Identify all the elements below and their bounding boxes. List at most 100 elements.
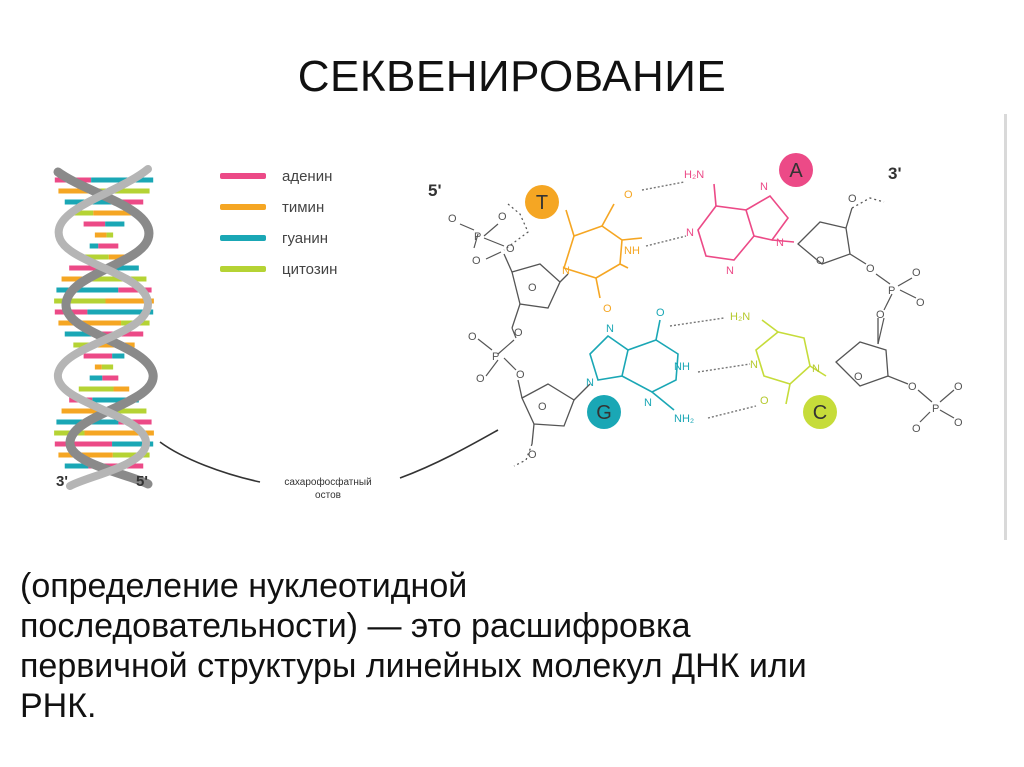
atom-o: O: [528, 282, 537, 294]
atom-n: N: [750, 359, 758, 371]
definition-line: РНК.: [20, 687, 97, 725]
atom-o: O: [498, 211, 507, 223]
base-letter-g: G: [596, 402, 612, 424]
atom-o: O: [912, 423, 921, 435]
base-letter-t: T: [536, 192, 548, 214]
cytosine-ring: [755, 319, 827, 405]
atom-o: O: [854, 371, 863, 383]
h-bond: [707, 405, 757, 419]
base-badge-g: [587, 395, 621, 429]
legend-label-adenine: аденин: [282, 168, 332, 185]
strand-label-5prime: 5': [428, 181, 442, 200]
nucleotide-structure: 5' 3' O P O O O O O NH: [428, 153, 963, 467]
atom-o: O: [476, 373, 485, 385]
legend-swatch-guanine: [220, 235, 266, 241]
helix-end-label-left: 3': [56, 473, 68, 490]
atom-o: O: [472, 255, 481, 267]
sugar-ring-bottom-right: [835, 318, 909, 387]
sugar-ring-top-right: [797, 197, 885, 265]
atom-n: N: [760, 181, 768, 193]
dna-helix: 3' 5': [53, 165, 158, 490]
phosphate-group-right: [875, 273, 917, 345]
atom-nh: NH: [624, 245, 640, 257]
atom-p: P: [492, 351, 499, 363]
atom-o: O: [848, 193, 857, 205]
pointer-line-left: [159, 441, 261, 483]
atom-o: O: [528, 449, 537, 461]
legend-swatch-adenine: [220, 173, 266, 179]
legend-swatch-cytosine: [220, 266, 266, 272]
atom-o: O: [514, 327, 523, 339]
base-letter-c: C: [813, 402, 827, 424]
sugar-ring-top-left: [503, 253, 569, 329]
atom-o: O: [866, 263, 875, 275]
legend-label-cytosine: цитозин: [282, 261, 337, 278]
phosphate-group-top-left: [459, 203, 529, 260]
legend: аденин тимин гуанин цитозин: [220, 168, 337, 278]
legend-label-thymine: тимин: [282, 199, 324, 216]
phosphate-group-bottom-right: [917, 389, 955, 423]
phosphate-group-mid-left: [477, 327, 517, 377]
strand-label-3prime: 3': [888, 164, 902, 183]
atom-nh: NH: [674, 361, 690, 373]
atom-n: N: [644, 397, 652, 409]
atom-o: O: [816, 255, 825, 267]
atom-o: O: [516, 369, 525, 381]
atom-n: N: [586, 377, 594, 389]
base-badge-t: [525, 185, 559, 219]
base-badge-a: [779, 153, 813, 187]
atom-n: N: [606, 323, 614, 335]
atom-h2n: H₂N: [684, 169, 704, 181]
slide-title: СЕКВЕНИРОВАНИЕ: [297, 52, 727, 101]
atom-o: O: [908, 381, 917, 393]
atom-n: N: [776, 237, 784, 249]
adenine-ring: [697, 183, 795, 261]
definition-line: последовательности) — это расшифровка: [20, 607, 691, 645]
base-badge-c: [803, 395, 837, 429]
dna-sequencing-figure: 3' 5' аденин тимин гуанин цитозин сахаро…: [53, 114, 1007, 540]
atom-o: O: [912, 267, 921, 279]
definition-line: первичной структуры линейных молекул ДНК…: [20, 647, 807, 685]
atom-o: O: [760, 395, 769, 407]
backbone-pointer: сахарофосфатный остов: [159, 429, 499, 501]
atom-n: N: [726, 265, 734, 277]
h-bond: [697, 363, 751, 373]
atom-p: P: [888, 285, 895, 297]
atom-n: N: [562, 265, 570, 277]
h-bond: [645, 235, 687, 247]
helix-strand-front: [53, 167, 158, 489]
guanine-ring: [589, 319, 679, 411]
sugar-ring-bottom-left: [513, 379, 591, 467]
atom-o: O: [506, 243, 515, 255]
definition-line: (определение нуклеотидной: [20, 567, 468, 605]
atom-o: O: [468, 331, 477, 343]
atom-nh2: NH₂: [674, 413, 694, 425]
backbone-caption-line2: остов: [315, 490, 341, 501]
atom-o: O: [916, 297, 925, 309]
helix-end-label-right: 5': [136, 473, 148, 490]
base-letter-a: A: [789, 160, 803, 182]
legend-swatch-thymine: [220, 204, 266, 210]
atom-o: O: [954, 417, 963, 429]
h-bond: [669, 317, 725, 327]
atom-o: O: [448, 213, 457, 225]
helix-strand-back: [54, 165, 153, 490]
atom-n: N: [812, 363, 820, 375]
pointer-line-right: [399, 429, 499, 479]
atom-h2n: H₂N: [730, 311, 750, 323]
atom-p: P: [932, 403, 939, 415]
h-bond: [641, 181, 685, 191]
definition-text: (определение нуклеотидной последовательн…: [20, 566, 1010, 726]
legend-label-guanine: гуанин: [282, 230, 328, 247]
atom-o: O: [603, 303, 612, 315]
thymine-ring: [562, 203, 643, 299]
backbone-caption-line1: сахарофосфатный: [284, 476, 371, 488]
atom-o: O: [656, 307, 665, 319]
atom-o: O: [954, 381, 963, 393]
atom-p: P: [474, 231, 481, 243]
atom-o: O: [876, 309, 885, 321]
atom-o: O: [538, 401, 547, 413]
atom-o: O: [624, 189, 633, 201]
atom-n: N: [686, 227, 694, 239]
figure-edge: [1004, 114, 1007, 540]
